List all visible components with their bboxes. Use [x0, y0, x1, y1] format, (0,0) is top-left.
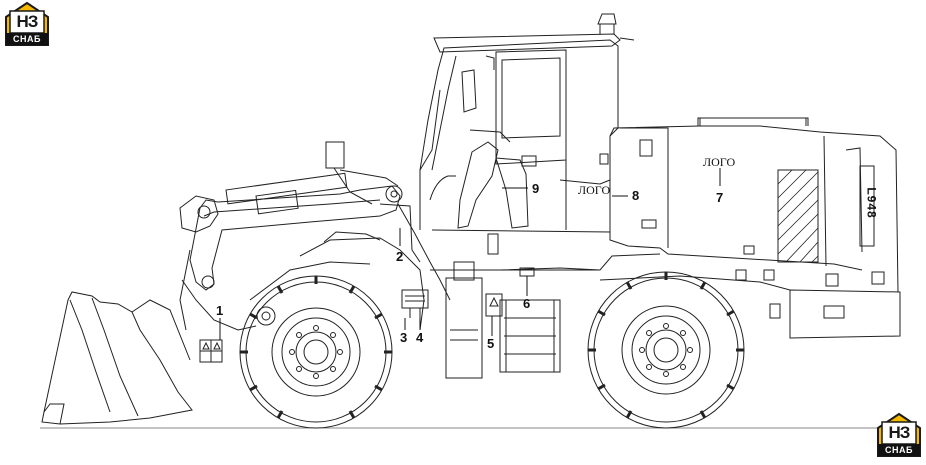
logo-maker-text: СНАБ	[878, 444, 920, 456]
callout-6: 6	[523, 296, 531, 311]
callout-2: 2	[396, 249, 404, 264]
callout-3: 3	[400, 330, 408, 345]
boom-arms	[179, 141, 421, 331]
engine-hood	[599, 117, 901, 339]
brand-logo-bottom-right: НЗ СНАБ	[874, 412, 924, 458]
logo-brand-text: НЗ	[16, 12, 39, 31]
callout-5: 5	[487, 336, 495, 351]
callout-1: 1	[216, 303, 224, 318]
callout-9: 9	[532, 181, 540, 196]
center-frame	[430, 253, 661, 379]
callout-7: 7	[716, 190, 724, 205]
front-frame	[249, 203, 451, 331]
bucket	[41, 291, 193, 425]
callout-4: 4	[416, 330, 424, 345]
hood-grille	[777, 169, 819, 263]
rear-wheel	[587, 271, 745, 429]
front-wheel	[239, 275, 393, 429]
decal-3-4-plate	[401, 289, 429, 309]
step-ladder	[499, 299, 561, 373]
decal-1	[199, 339, 223, 363]
rear-lamp	[823, 305, 845, 319]
operator-cab	[419, 13, 635, 255]
logo-maker-text: СНАБ	[6, 33, 48, 45]
callout-8: 8	[632, 188, 640, 203]
brand-logo-top-left: НЗ СНАБ	[2, 1, 52, 47]
model-plate-text: L948	[864, 187, 879, 219]
logo-label-cab: ЛОГО	[578, 183, 611, 197]
logo-label-hood: ЛОГО	[703, 155, 736, 169]
leader-lines	[219, 168, 721, 340]
model-plate-frame	[859, 165, 875, 247]
decal-5	[485, 293, 503, 317]
logo-brand-text: НЗ	[888, 423, 911, 442]
beacon-light	[597, 13, 617, 25]
